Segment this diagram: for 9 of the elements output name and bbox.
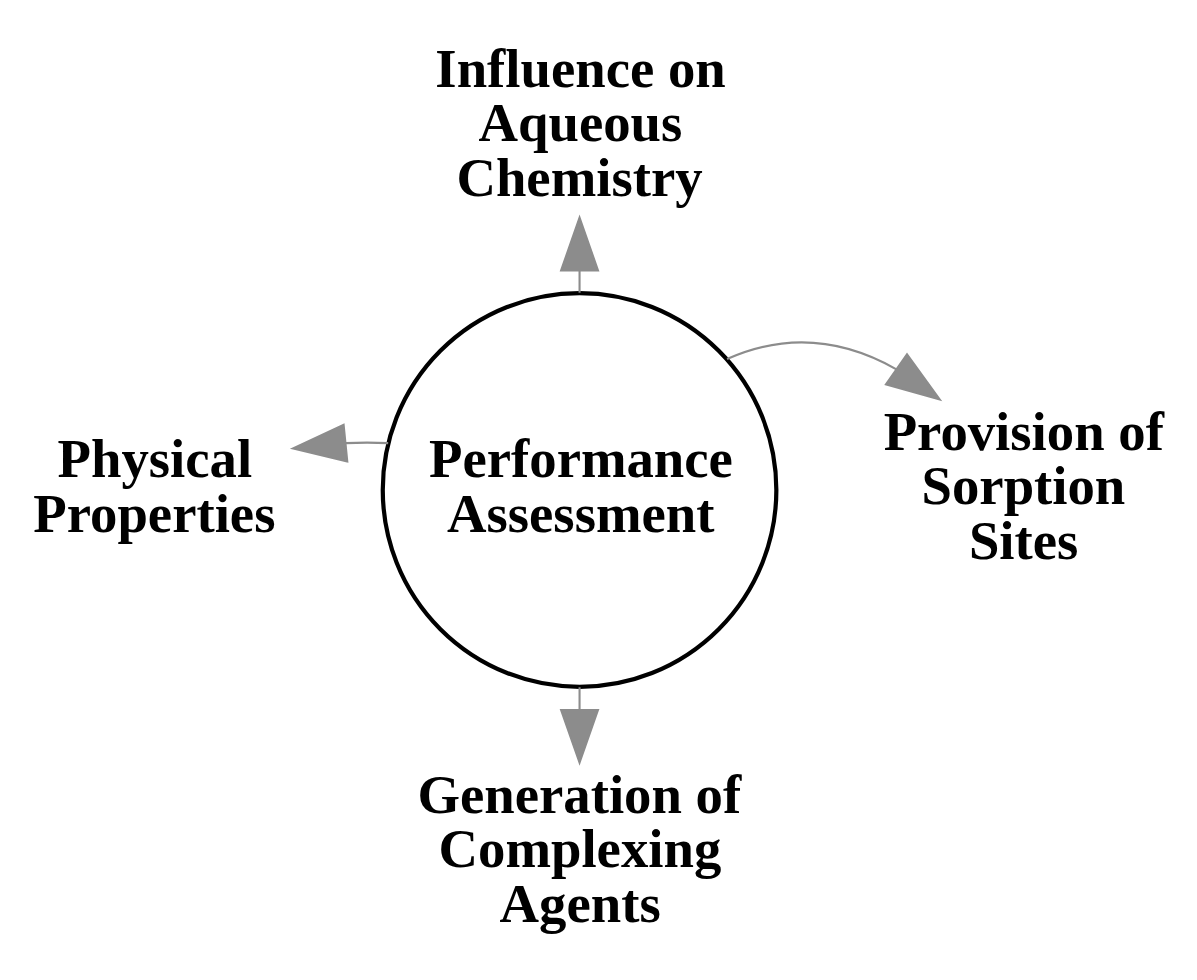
arrow	[289, 423, 389, 463]
arrow	[559, 214, 600, 293]
node-text: Physical Properties	[33, 427, 276, 544]
node-text: Generation of Complexing Agents	[417, 763, 742, 935]
node-text: Influence on Aqueous Chemistry	[435, 37, 726, 208]
arrow	[559, 687, 600, 766]
arrow	[726, 341, 943, 402]
node-circle: Performance Assessment	[380, 291, 779, 689]
node-text: Provision of Sorption Sites	[883, 400, 1164, 572]
